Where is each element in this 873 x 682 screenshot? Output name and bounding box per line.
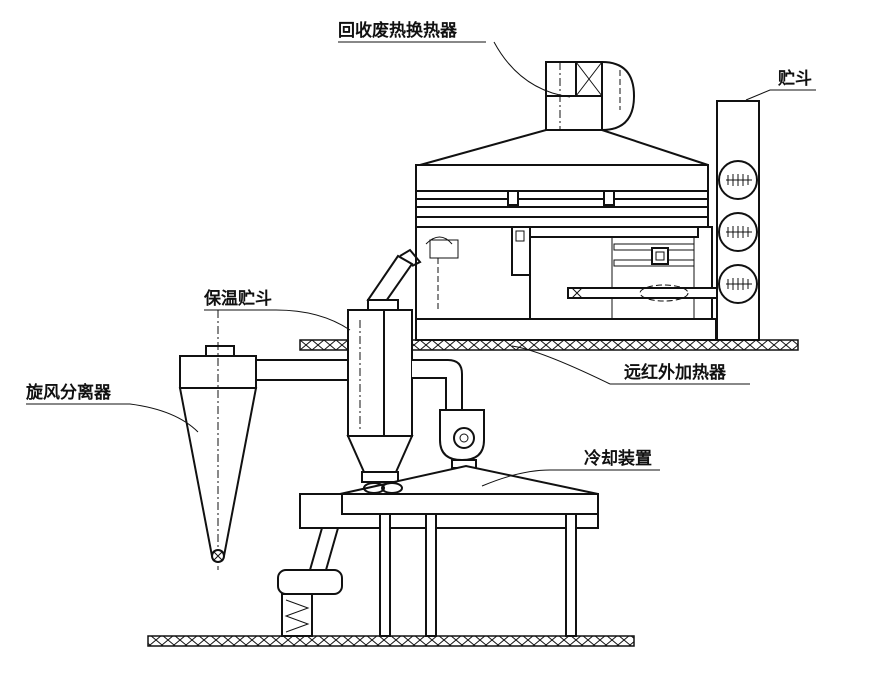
cooling-device xyxy=(299,464,599,637)
heat-recovery-exchanger xyxy=(545,61,636,131)
ground-floor-slab xyxy=(147,635,635,647)
leader-lines xyxy=(26,41,816,487)
cyclone-separator xyxy=(178,310,258,570)
blower-fan xyxy=(439,409,485,469)
hopper-rotary-feeder-top xyxy=(718,160,758,200)
far-infrared-heater xyxy=(415,129,760,341)
label-cyclone-separator: 旋风分离器 xyxy=(25,382,112,403)
label-insulated-hopper: 保温贮斗 xyxy=(203,288,272,309)
label-heat-recovery-exchanger: 回收废热换热器 xyxy=(338,20,458,41)
hopper-rotary-feeder-middle xyxy=(718,212,758,252)
label-hopper: 贮斗 xyxy=(777,68,812,89)
label-far-infrared-heater: 远红外加热器 xyxy=(624,362,727,383)
hopper-rotary-feeder-bottom xyxy=(718,264,758,304)
screw-conveyor xyxy=(277,569,343,637)
hopper xyxy=(716,100,760,341)
label-cooling-device: 冷却装置 xyxy=(584,448,652,469)
feed-chute xyxy=(366,248,422,311)
insulated-hopper xyxy=(346,309,414,483)
